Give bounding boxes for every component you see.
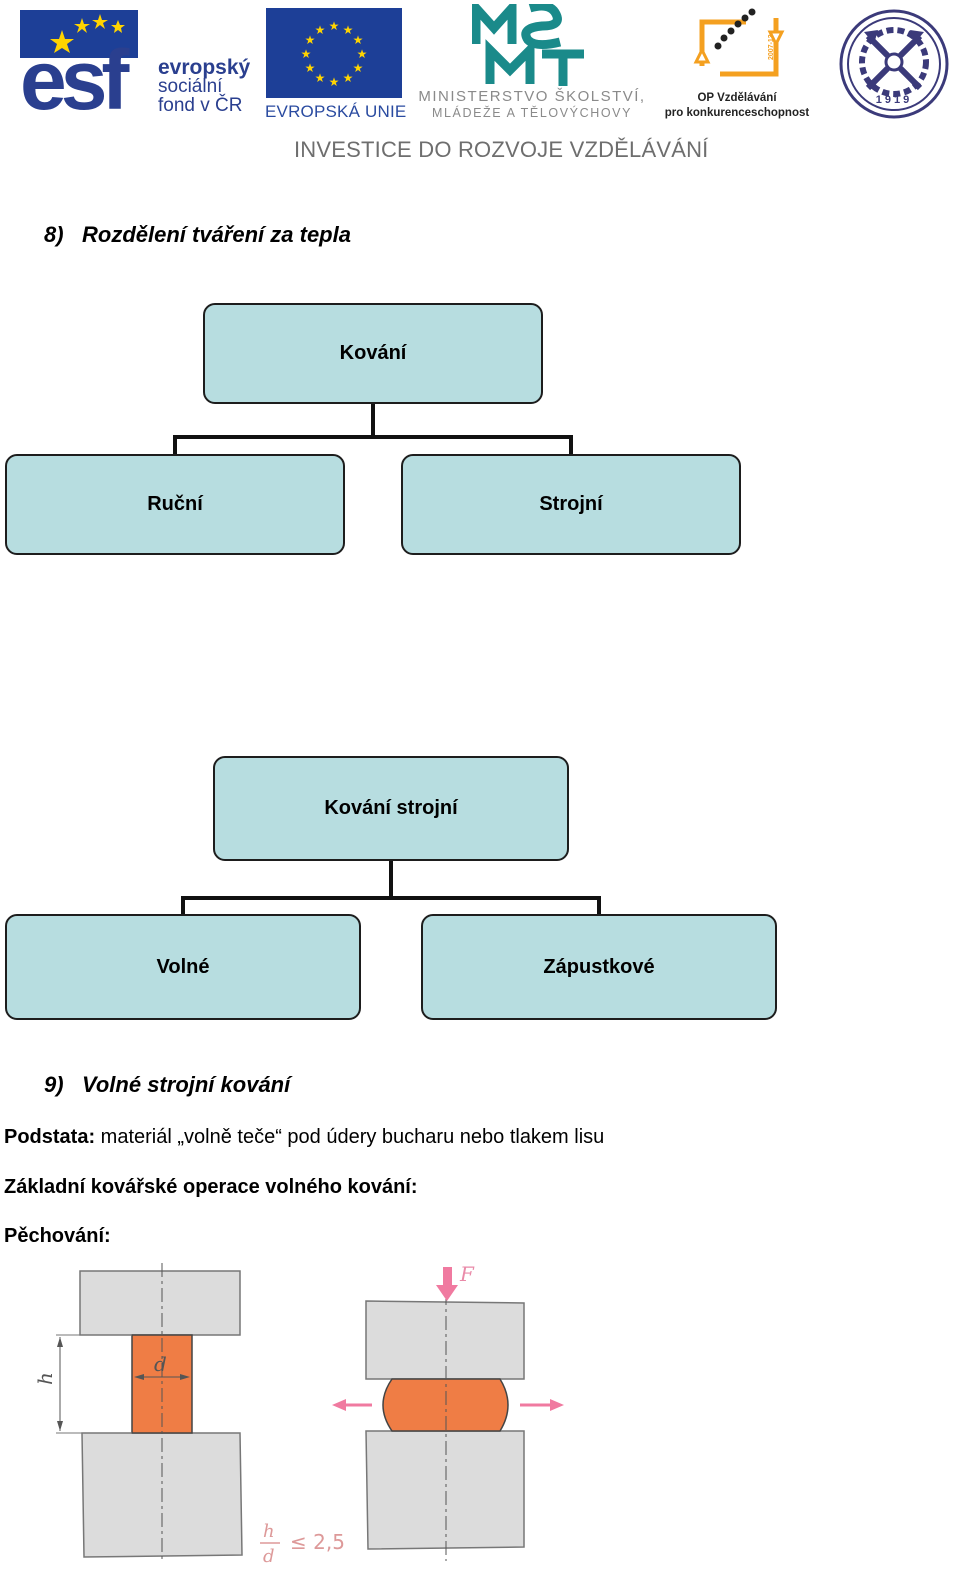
section9-title: Volné strojní kování bbox=[82, 1072, 291, 1097]
svg-text:★: ★ bbox=[343, 71, 354, 85]
principle-label: Podstata: bbox=[4, 1126, 96, 1148]
upsetting-heading-text: Pěchování: bbox=[4, 1225, 111, 1247]
chart2-child-label-volne: Volné bbox=[156, 955, 210, 978]
section8-title: Rozdělení tváření za tepla bbox=[82, 222, 351, 247]
upsetting-figure: h d F h d ≤ 2,5 bbox=[33, 1262, 564, 1567]
svg-text:★: ★ bbox=[329, 19, 340, 33]
msmt-line2: MLÁDEŽE A TĚLOVÝCHOVY bbox=[431, 106, 633, 120]
chart1-connector-vertical bbox=[371, 404, 375, 438]
ratio-numerator: h bbox=[263, 1521, 275, 1542]
chart2-connector-horizontal bbox=[181, 896, 601, 900]
figure-after: F bbox=[332, 1262, 564, 1561]
section8-heading: 8) Rozdělení tváření za tepla bbox=[44, 222, 351, 248]
seal-gear-icon bbox=[839, 9, 949, 119]
chart1-child-label-strojni: Strojní bbox=[539, 493, 603, 515]
lower-die-right bbox=[365, 1430, 525, 1550]
msmt-line1: MINISTERSTVO ŠKOLSTVÍ, bbox=[418, 88, 646, 105]
chart1-connector-horizontal bbox=[173, 435, 573, 439]
operations-heading: Základní kovářské operace volného kování… bbox=[4, 1176, 418, 1199]
svg-text:★: ★ bbox=[353, 33, 364, 47]
upper-die-left bbox=[79, 1270, 241, 1336]
ratio-formula: h d ≤ 2,5 bbox=[260, 1521, 345, 1567]
label-d: d bbox=[154, 1352, 167, 1376]
esf-line2: sociální bbox=[158, 76, 223, 97]
esf-line3: fond v ČR bbox=[158, 95, 243, 116]
chart2-connector-right bbox=[597, 896, 601, 915]
ratio-relation: ≤ 2,5 bbox=[290, 1530, 345, 1554]
eu-caption: EVROPSKÁ UNIE bbox=[265, 102, 407, 121]
svg-text:★: ★ bbox=[305, 61, 316, 75]
svg-text:★: ★ bbox=[315, 71, 326, 85]
chart1-root-label: Kování bbox=[339, 342, 407, 364]
svg-text:★: ★ bbox=[301, 47, 312, 61]
op-arrows-icon bbox=[693, 8, 785, 77]
figure-before: h d bbox=[33, 1263, 243, 1563]
section8-number: 8) bbox=[44, 222, 64, 247]
chart1-child-label-rucni: Ruční bbox=[147, 493, 203, 515]
label-F: F bbox=[459, 1262, 475, 1286]
seal-year: 1919 bbox=[875, 94, 913, 106]
header-logos: esf evropský sociální fond v ČR ★★★ ★★★ … bbox=[0, 0, 960, 170]
operations-heading-text: Základní kovářské operace volného kování… bbox=[4, 1176, 418, 1198]
eu-logo: ★★★ ★★★ ★★★ ★★★ EVROPSKÁ UNIE bbox=[265, 8, 407, 123]
chart1-root-box: Kování bbox=[203, 303, 543, 404]
principle-text: materiál „volně teče“ pod údery bucharu … bbox=[95, 1126, 605, 1148]
svg-text:★: ★ bbox=[305, 33, 316, 47]
chart1-connector-left bbox=[173, 435, 177, 455]
esf-stars-icon bbox=[20, 10, 138, 58]
esf-caption: evropský sociální fond v ČR bbox=[158, 56, 251, 116]
chart1-child-box-rucni: Ruční bbox=[5, 454, 345, 555]
flow-arrow-left-icon bbox=[332, 1399, 372, 1411]
investice-tagline: INVESTICE DO ROZVOJE VZDĚLÁVÁNÍ bbox=[294, 137, 709, 162]
msmt-logo: MINISTERSTVO ŠKOLSTVÍ, MLÁDEŽE A TĚLOVÝC… bbox=[412, 4, 652, 124]
chart1-child-box-strojni: Strojní bbox=[401, 454, 741, 555]
section9-heading: 9) Volné strojní kování bbox=[44, 1072, 290, 1098]
op-side-text: 2007-13 bbox=[768, 34, 775, 60]
upper-die-right bbox=[365, 1300, 525, 1380]
school-seal: 1919 bbox=[838, 8, 950, 120]
upsetting-heading: Pěchování: bbox=[4, 1225, 111, 1248]
op-line1: OP Vzdělávání bbox=[697, 92, 777, 104]
esf-logo: esf evropský sociální fond v ČR bbox=[20, 8, 260, 123]
svg-text:★: ★ bbox=[357, 47, 368, 61]
msmt-monogram-icon bbox=[472, 4, 584, 86]
chart1-connector-right bbox=[569, 435, 573, 455]
svg-text:★: ★ bbox=[353, 61, 364, 75]
eu-flag-icon: ★★★ ★★★ ★★★ ★★★ bbox=[266, 8, 402, 98]
op-logo: 2007-13 OP Vzdělávání pro konkurencescho… bbox=[658, 4, 816, 124]
msmt-caption: MINISTERSTVO ŠKOLSTVÍ, MLÁDEŽE A TĚLOVÝC… bbox=[412, 89, 652, 121]
esf-wordmark: esf bbox=[20, 33, 129, 127]
chart2-root-label: Kování strojní bbox=[324, 797, 458, 819]
chart2-child-box-zapustkove: Zápustkové bbox=[421, 914, 777, 1020]
svg-text:★: ★ bbox=[315, 23, 326, 37]
svg-text:★: ★ bbox=[329, 75, 340, 89]
flow-arrow-right-icon bbox=[520, 1399, 564, 1411]
chart2-child-box-volne: Volné bbox=[5, 914, 361, 1020]
op-caption: OP Vzdělávání pro konkurenceschopnost bbox=[658, 91, 816, 121]
ratio-denominator: d bbox=[263, 1546, 275, 1567]
chart2-child-label-zapustkove: Zápustkové bbox=[543, 955, 655, 978]
principle-paragraph: Podstata: materiál „volně teče“ pod úder… bbox=[4, 1126, 604, 1149]
op-line2: pro konkurenceschopnost bbox=[664, 107, 810, 119]
force-arrow-icon bbox=[436, 1267, 458, 1301]
svg-text:★: ★ bbox=[343, 23, 354, 37]
section9-number: 9) bbox=[44, 1072, 64, 1097]
label-h: h bbox=[33, 1372, 57, 1385]
esf-line1: evropský bbox=[158, 56, 251, 79]
chart2-connector-left bbox=[181, 896, 185, 915]
chart2-connector-vertical bbox=[389, 861, 393, 899]
chart2-root-box: Kování strojní bbox=[213, 756, 569, 861]
